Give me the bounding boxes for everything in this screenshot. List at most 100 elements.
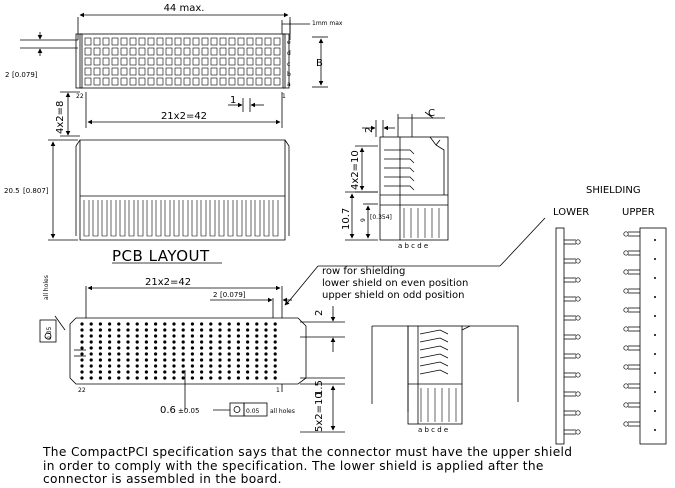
footnote-line2: in order to comply with the specificatio… bbox=[43, 458, 544, 473]
pcb-hole bbox=[209, 358, 213, 362]
top-pin-cell bbox=[192, 57, 200, 66]
pcb-left-tol: 0.05 bbox=[46, 326, 53, 340]
top-pin-cell bbox=[273, 57, 281, 66]
pcb-hole bbox=[227, 376, 231, 380]
top-pin-cell bbox=[111, 47, 119, 56]
top-pin-cell bbox=[183, 77, 191, 86]
pcb-hole bbox=[108, 352, 112, 356]
pcb-hole bbox=[273, 376, 277, 380]
pcb-hole bbox=[227, 346, 231, 350]
top-pin-cell bbox=[84, 57, 92, 66]
pcb-hole bbox=[98, 352, 102, 356]
front-fin bbox=[146, 200, 153, 237]
lower-tooth-tip bbox=[575, 334, 581, 340]
top-pin-cell bbox=[93, 37, 101, 46]
pcb-hole-dia: 0.6 bbox=[160, 405, 176, 416]
pcb-hole bbox=[200, 322, 204, 326]
top-pin-cell bbox=[264, 47, 272, 56]
callout-line1: row for shielding bbox=[322, 266, 405, 277]
pcb-hole bbox=[108, 328, 112, 332]
pcb-hole bbox=[181, 346, 185, 350]
row-letter-e: e bbox=[287, 39, 291, 46]
pcb-hole bbox=[80, 328, 84, 332]
upper-tooth-tip bbox=[623, 345, 629, 351]
top-pin-cell bbox=[174, 57, 182, 66]
pcb-hole bbox=[144, 346, 148, 350]
top-pin-cell bbox=[192, 77, 200, 86]
bottom-side-view bbox=[371, 325, 519, 425]
top-pin-first: 1 bbox=[282, 93, 286, 100]
pcb-hole bbox=[255, 322, 259, 326]
pcb-pitch-label: 2 bbox=[213, 291, 217, 299]
pcb-hole bbox=[98, 376, 102, 380]
upper-rivet bbox=[654, 372, 656, 374]
top-pin-cell bbox=[201, 67, 209, 76]
top-pin-cell bbox=[147, 57, 155, 66]
pcb-hole bbox=[246, 358, 250, 362]
top-pin-cell bbox=[138, 37, 146, 46]
pcb-hole bbox=[200, 364, 204, 368]
shielding-title: SHIELDING bbox=[586, 185, 641, 196]
pcb-hole bbox=[89, 358, 93, 362]
pcb-hole bbox=[172, 352, 176, 356]
pcb-hole bbox=[108, 340, 112, 344]
pcb-hole bbox=[117, 346, 121, 350]
row-letter-a: a bbox=[287, 81, 291, 88]
pcb-hole bbox=[117, 334, 121, 338]
pcb-hole bbox=[89, 352, 93, 356]
pcb-hole bbox=[126, 340, 130, 344]
top-pin-cell bbox=[111, 57, 119, 66]
top-pin-cell bbox=[255, 57, 263, 66]
pcb-hole-dia-tol: ±0.05 bbox=[178, 407, 199, 415]
top-pin-cell bbox=[138, 77, 146, 86]
side-row-letters: a b c d e bbox=[398, 242, 428, 250]
top-pin-cell bbox=[93, 47, 101, 56]
pcb-hole bbox=[209, 346, 213, 350]
pcb-hole bbox=[209, 376, 213, 380]
pcb-hole bbox=[246, 334, 250, 338]
pcb-hole bbox=[227, 322, 231, 326]
upper-tooth bbox=[628, 421, 640, 427]
top-pin-cell bbox=[147, 37, 155, 46]
upper-tooth bbox=[628, 231, 640, 237]
pcb-hole bbox=[255, 376, 259, 380]
bottom-spring bbox=[419, 345, 449, 351]
front-fin bbox=[200, 200, 207, 237]
top-pin-cell bbox=[84, 37, 92, 46]
pcb-hole bbox=[200, 340, 204, 344]
pcb-hole bbox=[172, 340, 176, 344]
shielding-strips bbox=[555, 227, 667, 445]
pcb-hole bbox=[264, 346, 268, 350]
pcb-hole bbox=[89, 370, 93, 374]
pcb-hole bbox=[236, 364, 240, 368]
pcb-hole-grid bbox=[80, 322, 277, 380]
pcb-layout-title: PCB LAYOUT bbox=[112, 247, 210, 265]
pcb-hole bbox=[98, 358, 102, 362]
front-fin bbox=[128, 200, 135, 237]
upper-rivet bbox=[654, 391, 656, 393]
pcb-hole bbox=[126, 328, 130, 332]
pcb-hole bbox=[163, 340, 167, 344]
pcb-hole bbox=[227, 328, 231, 332]
pcb-bottom-tol: 0.05 bbox=[246, 408, 260, 415]
pcb-hole bbox=[135, 364, 139, 368]
front-fin bbox=[155, 200, 162, 237]
lower-tooth-tip bbox=[575, 429, 581, 435]
top-pin-cell bbox=[147, 77, 155, 86]
pcb-hole bbox=[80, 346, 84, 350]
top-length-label: 21x2=42 bbox=[161, 111, 207, 122]
pcb-hole bbox=[190, 358, 194, 362]
pcb-hole bbox=[154, 352, 158, 356]
front-fin bbox=[236, 200, 243, 237]
pcb-hole bbox=[264, 328, 268, 332]
bottom-spring bbox=[419, 329, 449, 335]
pcb-hole bbox=[80, 358, 84, 362]
pcb-hole bbox=[181, 376, 185, 380]
lower-tooth bbox=[564, 429, 576, 435]
upper-tooth-tip bbox=[623, 364, 629, 370]
pcb-hole bbox=[172, 346, 176, 350]
top-pin-cell bbox=[219, 37, 227, 46]
pcb-hole bbox=[200, 346, 204, 350]
pcb-hole bbox=[89, 376, 93, 380]
pcb-hole bbox=[154, 334, 158, 338]
